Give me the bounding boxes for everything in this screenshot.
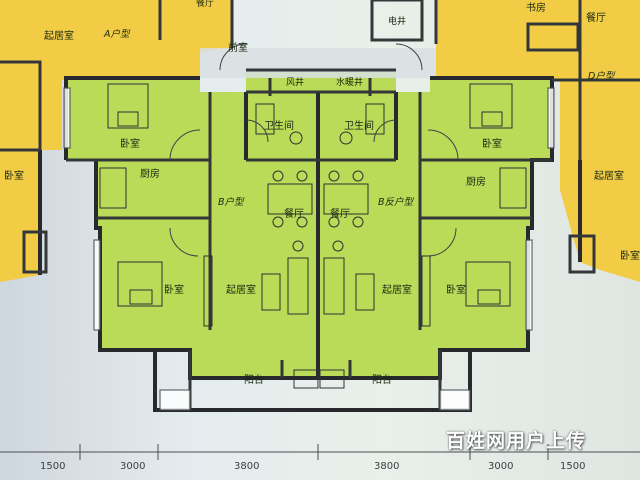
room-label-d-bedroom: 卧室 [620, 251, 640, 262]
room-label-wind-shaft: 风井 [286, 78, 305, 88]
room-label-water-shaft: 水暖井 [336, 78, 364, 88]
room-label-a-living: 起居室 [44, 31, 74, 42]
room-label-d-living: 起居室 [594, 171, 624, 182]
unit-d-walls [370, 0, 640, 274]
watermark-text: 百姓网用户上传 [446, 430, 587, 452]
dimension-label: 3800 [234, 461, 260, 472]
room-label-a-bedroom: 卧室 [4, 171, 24, 182]
room-label-br-dining: 餐厅 [330, 209, 350, 220]
room-label-br-bedroom-top: 卧室 [482, 139, 502, 150]
room-label-b-dining: 餐厅 [284, 209, 304, 220]
dimension-label: 3800 [374, 461, 400, 472]
interior-walls [66, 68, 552, 410]
unit-label-b: B户型 [218, 197, 244, 208]
room-label-br-bathroom: 卫生间 [344, 121, 374, 132]
room-label-a-lobby: 前室 [228, 43, 248, 54]
dimension-label: 3000 [488, 461, 514, 472]
unit-label-a: A户型 [104, 29, 130, 40]
dimension-line [0, 444, 640, 460]
corridor-area [200, 48, 436, 78]
unit-b-area [66, 70, 318, 378]
room-label-br-living: 起居室 [382, 285, 412, 296]
unit-b-reverse-area [318, 70, 552, 378]
room-label-d-dining: 餐厅 [586, 13, 606, 24]
dimension-label: 1500 [560, 461, 586, 472]
unit-label-d: D户型 [588, 71, 615, 82]
room-label-b-bedroom-top: 卧室 [120, 139, 140, 150]
unit-a-area [0, 0, 232, 282]
room-label-b-bedroom-bottom: 卧室 [164, 285, 184, 296]
unit-label-b-reverse: B反户型 [378, 197, 414, 208]
room-label-a-top: 餐厅 [196, 0, 215, 9]
unit-a-walls [0, 0, 234, 274]
room-label-br-kitchen: 厨房 [466, 177, 486, 188]
room-label-br-balcony: 阳台 [372, 375, 392, 386]
room-label-b-kitchen: 厨房 [140, 169, 160, 180]
unit-d-area [436, 0, 640, 282]
furniture [99, 83, 527, 389]
room-label-elevator: 电井 [388, 17, 407, 27]
room-label-br-bedroom-bottom: 卧室 [446, 285, 466, 296]
door-swings [169, 43, 459, 257]
room-label-d-study: 书房 [526, 3, 546, 14]
room-label-b-bathroom: 卫生间 [264, 121, 294, 132]
room-label-b-living: 起居室 [226, 285, 256, 296]
room-label-b-balcony: 阳台 [244, 375, 264, 386]
windows [63, 87, 555, 411]
dimension-label: 1500 [40, 461, 66, 472]
dimension-label: 3000 [120, 461, 146, 472]
